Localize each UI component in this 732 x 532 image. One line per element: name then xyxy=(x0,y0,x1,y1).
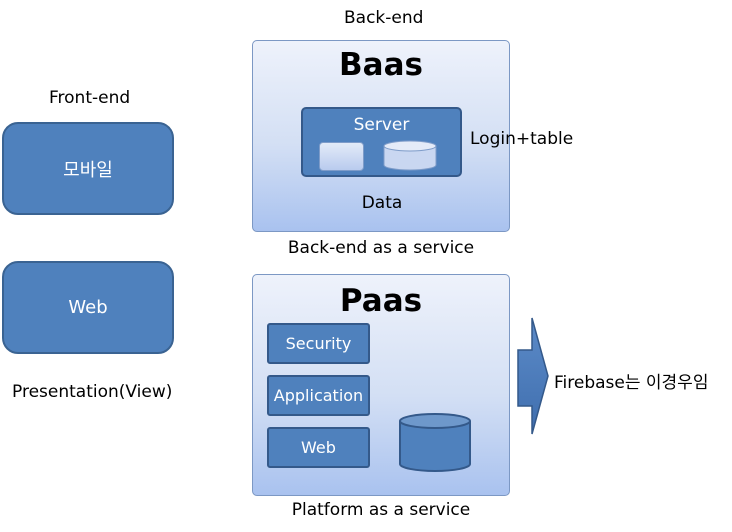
server-label: Server xyxy=(353,115,410,135)
login-table-label: Login+table xyxy=(470,129,574,149)
presentation-label: Presentation(View) xyxy=(12,382,173,402)
data-label: Data xyxy=(361,193,403,213)
web-front-box: Web xyxy=(2,261,174,354)
server-box: Server xyxy=(301,107,462,177)
application-box: Application xyxy=(267,375,370,416)
frontend-label: Front-end xyxy=(49,88,131,108)
web-stack-box: Web xyxy=(267,427,370,468)
mobile-box-label: 모바일 xyxy=(63,159,113,181)
server-module-shape xyxy=(319,142,364,171)
application-label: Application xyxy=(273,386,364,405)
baas-panel: Baas Server Data xyxy=(252,40,510,232)
database-cylinder-icon xyxy=(399,413,471,472)
web-stack-label: Web xyxy=(301,438,336,457)
security-label: Security xyxy=(285,334,352,353)
baas-caption: Back-end as a service xyxy=(287,238,475,258)
paas-title: Paas xyxy=(339,283,423,319)
firebase-label: Firebase는 이경우임 xyxy=(554,373,709,393)
mobile-box: 모바일 xyxy=(2,122,174,215)
backend-label: Back-end xyxy=(344,8,424,28)
paas-panel: Paas Security Application Web xyxy=(252,274,510,496)
baas-title: Baas xyxy=(339,47,423,83)
database-cylinder-icon xyxy=(383,140,437,171)
arrow-right-icon xyxy=(517,317,549,435)
web-front-box-label: Web xyxy=(68,297,108,318)
paas-caption: Platform as a service xyxy=(291,500,471,520)
security-box: Security xyxy=(267,323,370,364)
